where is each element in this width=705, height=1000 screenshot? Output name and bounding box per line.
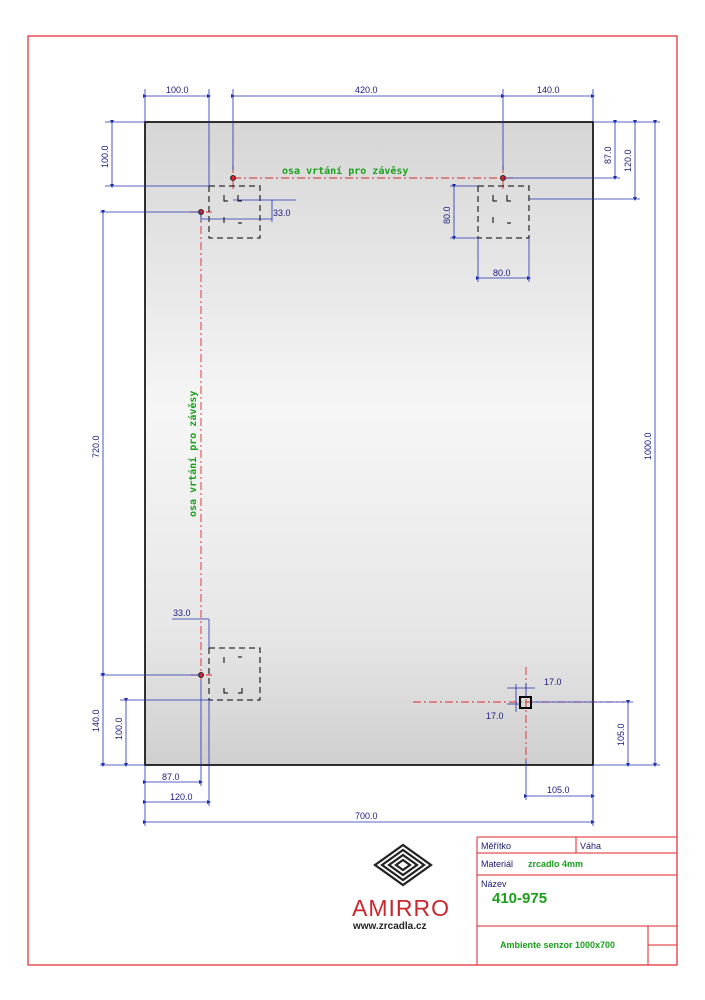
brand-name: AMIRRO — [352, 895, 450, 921]
sensor-symbol — [507, 683, 535, 712]
dim-sensor-105-right: 105.0 — [616, 723, 626, 746]
dim-left-100-bottom: 100.0 — [114, 717, 124, 740]
dim-bottom-total: 700.0 — [355, 811, 378, 821]
dim-bottom-87: 87.0 — [162, 772, 180, 782]
title-block — [476, 836, 677, 965]
scale-label: Měřítko — [481, 841, 511, 851]
material-label: Materiál — [481, 859, 513, 869]
axis-note-vertical: osa vrtání pro závěsy — [187, 391, 199, 517]
name-label: Název — [481, 879, 507, 889]
dim-hole-offset-bottom: 33.0 — [173, 608, 191, 618]
axis-note-horizontal: osa vrtání pro závěsy — [282, 165, 408, 177]
dim-left-top: 100.0 — [100, 145, 110, 168]
dim-top-left: 100.0 — [166, 85, 189, 95]
sheet-frame — [27, 35, 678, 966]
drawing-description: Ambiente senzor 1000x700 — [500, 940, 615, 950]
dim-right-87: 87.0 — [603, 146, 613, 164]
dim-bottom-120: 120.0 — [170, 792, 193, 802]
dim-right-total: 1000.0 — [643, 432, 653, 460]
dim-top-right: 140.0 — [537, 85, 560, 95]
dim-right-120: 120.0 — [623, 149, 633, 172]
brand-website: www.zrcadla.cz — [352, 921, 427, 932]
dim-bracket-height: 80.0 — [442, 206, 452, 224]
dimension-texts: 100.0 420.0 140.0 100.0 87.0 120.0 1000.… — [91, 85, 653, 821]
dim-sensor-17-h: 17.0 — [544, 677, 562, 687]
dim-sensor-105-bottom: 105.0 — [547, 785, 570, 795]
hanging-brackets — [208, 185, 530, 701]
dim-bracket-width: 80.0 — [493, 268, 511, 278]
weight-label: Váha — [580, 841, 601, 851]
material-value: zrcadlo 4mm — [528, 859, 583, 869]
dim-sensor-17-v: 17.0 — [486, 711, 504, 721]
dimension-lines — [100, 89, 660, 826]
amirro-logo-icon — [373, 843, 433, 887]
dim-top-middle: 420.0 — [355, 85, 378, 95]
mirror-outline — [144, 121, 594, 766]
dim-left-140: 140.0 — [91, 709, 101, 732]
name-value: 410-975 — [492, 890, 547, 907]
dim-left-720: 720.0 — [91, 435, 101, 458]
dim-hole-offset-top: 33.0 — [273, 208, 291, 218]
